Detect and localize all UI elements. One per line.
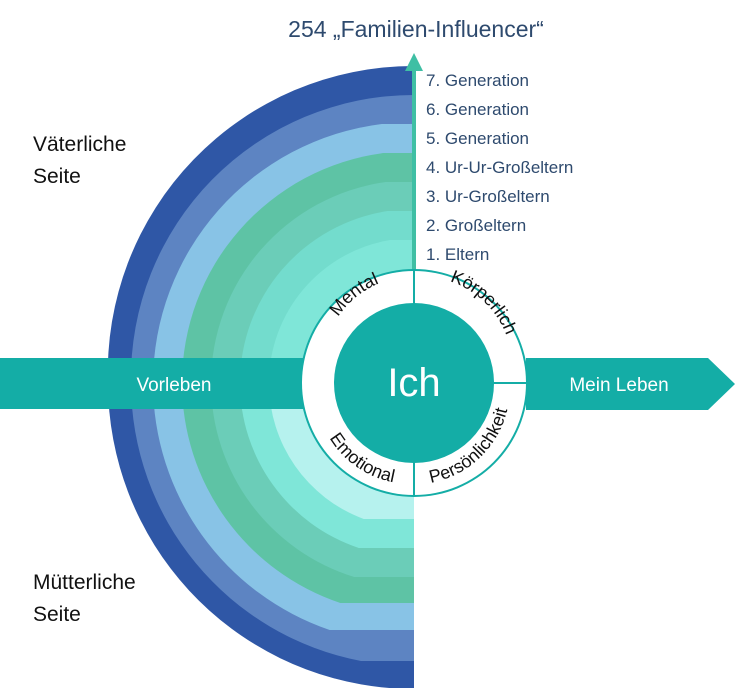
generation-label-4: 4. Ur-Ur-Großeltern <box>426 158 573 177</box>
mein-leben-arrow <box>526 358 735 410</box>
generation-label-7: 7. Generation <box>426 71 529 90</box>
generation-label-3: 3. Ur-Großeltern <box>426 187 550 206</box>
generation-labels: 1. Eltern 2. Großeltern 3. Ur-Großeltern 4.… <box>426 71 573 264</box>
generation-label-2: 2. Großeltern <box>426 216 526 235</box>
paternal-side-label-line1: Väterliche <box>33 133 126 156</box>
generation-label-1: 1. Eltern <box>426 245 489 264</box>
mein-leben-label: Mein Leben <box>569 375 668 396</box>
maternal-side-label-line2: Seite <box>33 603 81 626</box>
generation-axis-arrowhead <box>405 53 423 71</box>
maternal-side-label-line1: Mütterliche <box>33 571 136 594</box>
diagram-title: 254 „Familien-Influencer“ <box>288 16 544 42</box>
vorleben-label: Vorleben <box>136 375 211 396</box>
generation-label-5: 5. Generation <box>426 129 529 148</box>
center-label: Ich <box>387 361 440 405</box>
paternal-side-label-line2: Seite <box>33 165 81 188</box>
generation-label-6: 6. Generation <box>426 100 529 119</box>
center-self-circle <box>334 303 494 463</box>
